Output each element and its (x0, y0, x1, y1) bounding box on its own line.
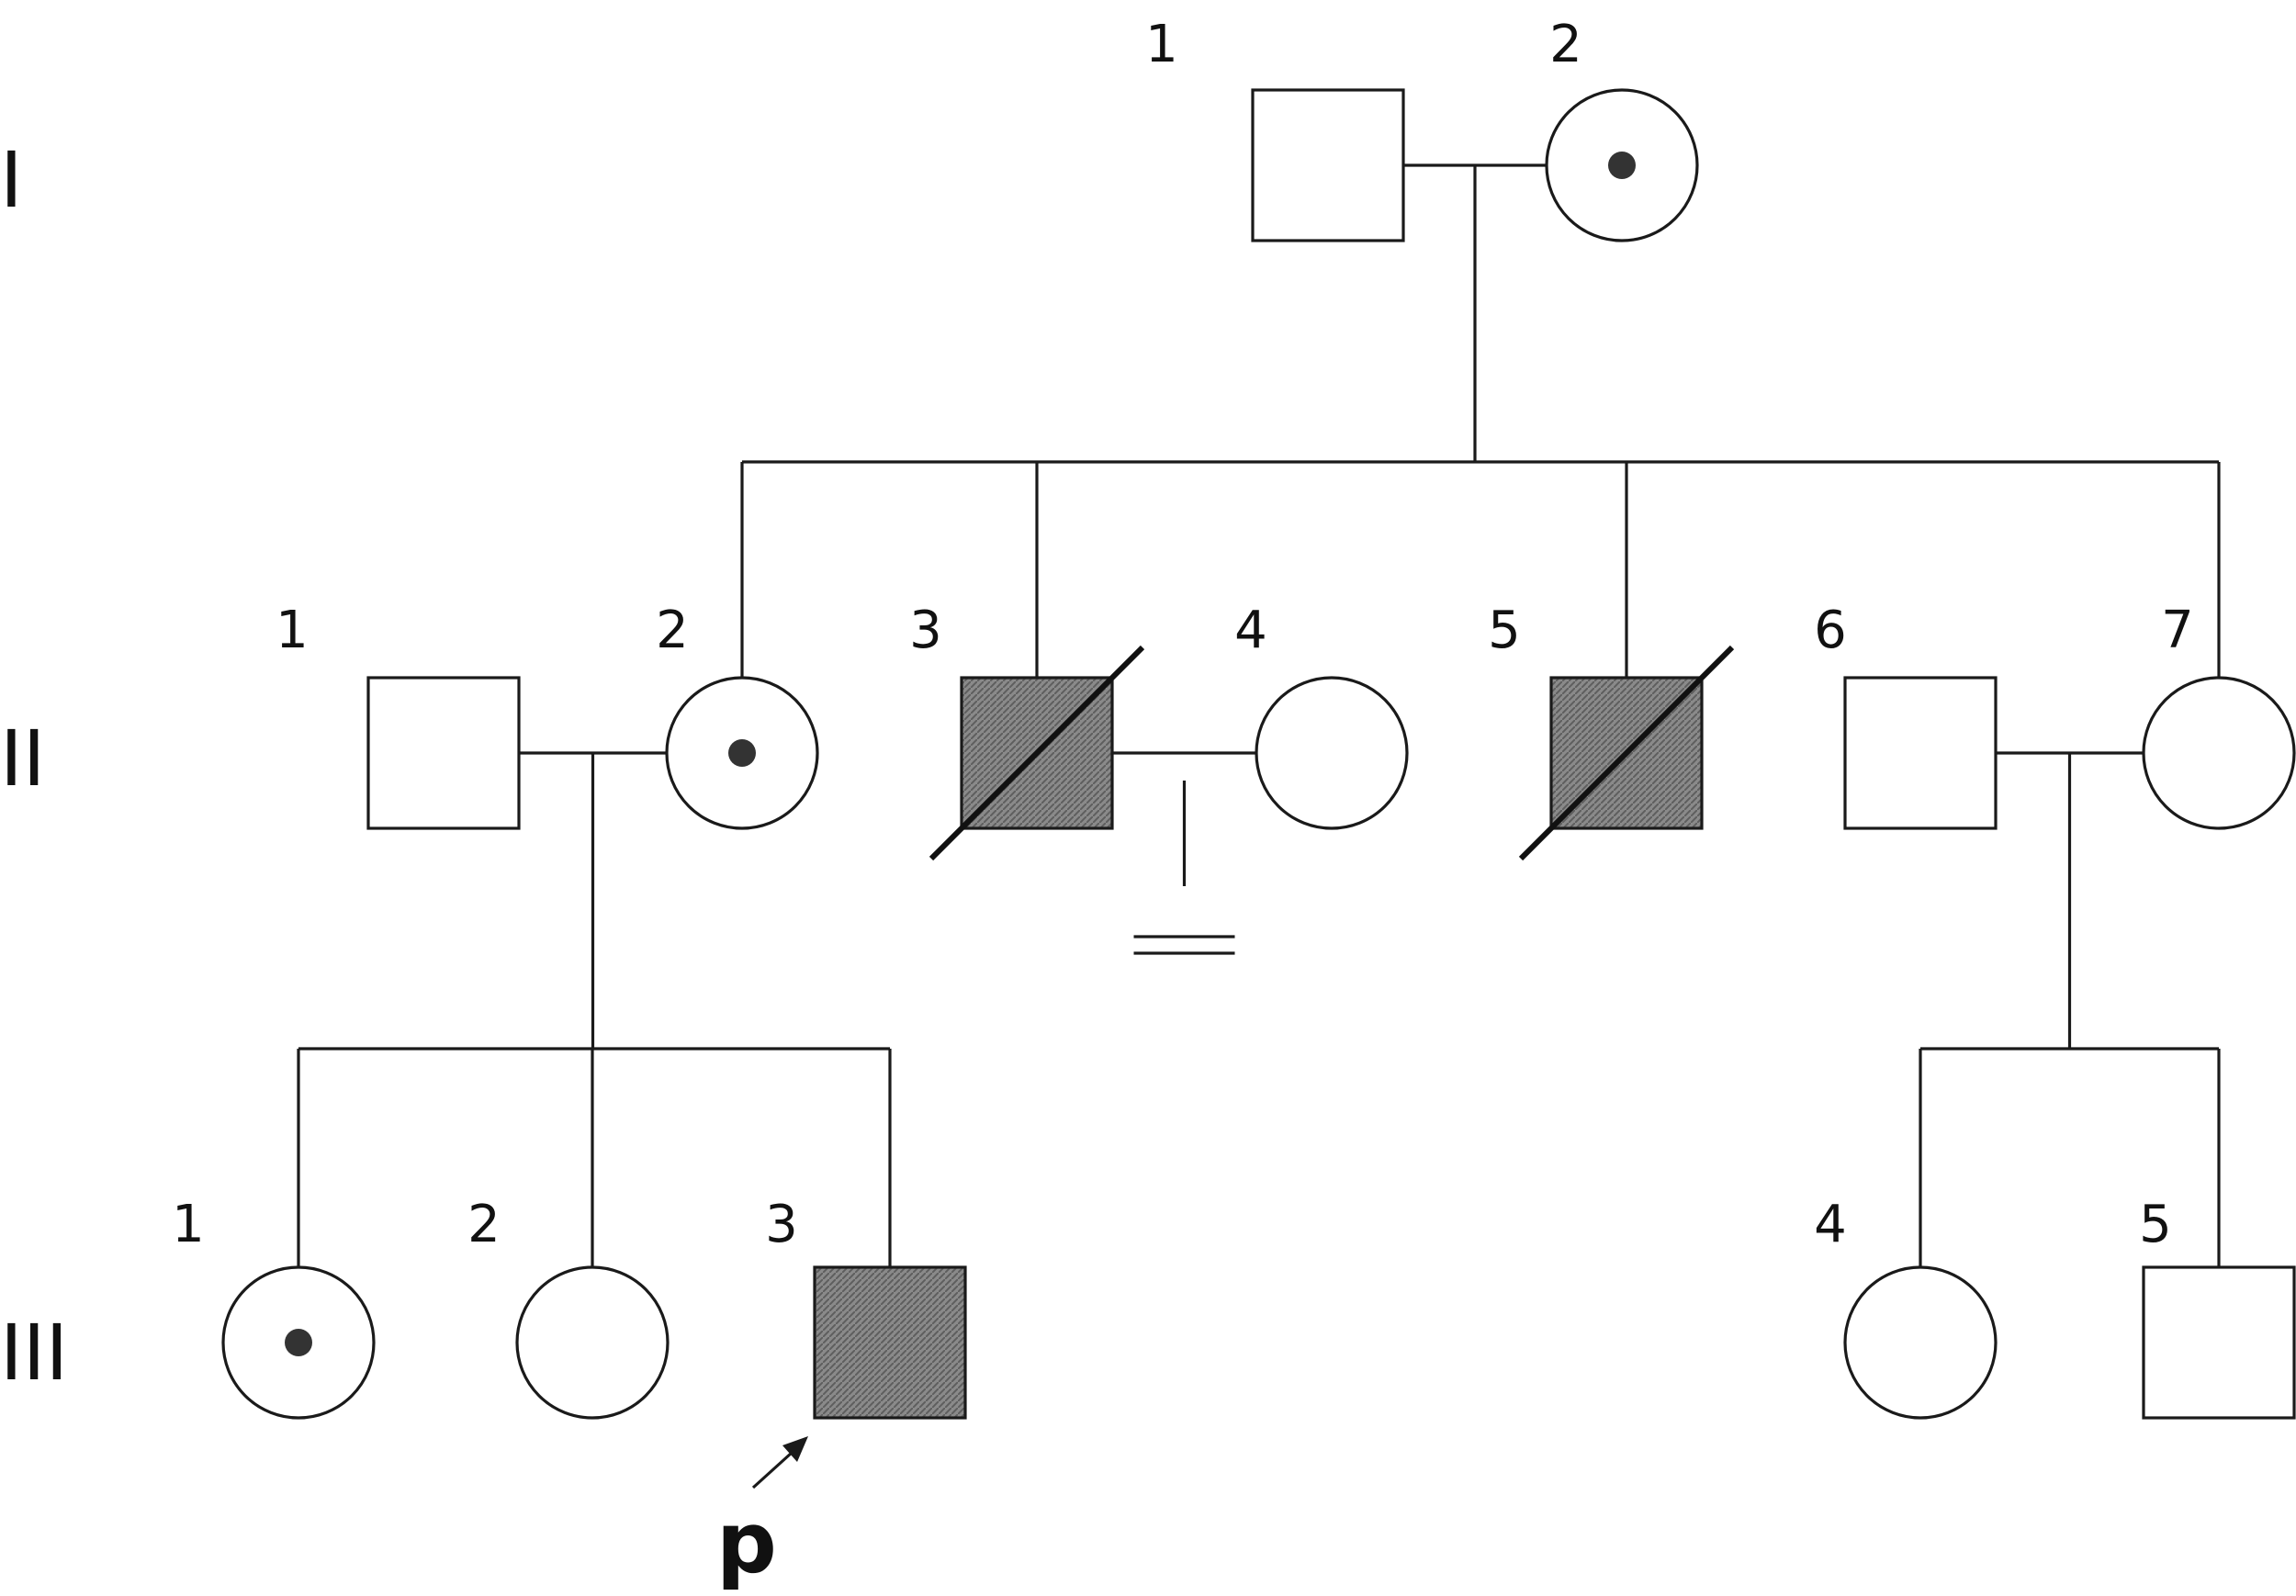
female-symbol-iii-4 (1843, 1265, 1998, 1420)
individual-number-iii-3: 3 (765, 1195, 798, 1254)
carrier-dot-ii-2 (728, 739, 756, 767)
deceased-slash-ii-5 (1518, 645, 1735, 861)
generation-label-i: I (0, 135, 23, 225)
male-symbol-iii-5 (2142, 1265, 2296, 1420)
male-symbol-iii-3 (813, 1265, 967, 1420)
individual-number-ii-6: 6 (1814, 601, 1847, 660)
relationship-lines (297, 163, 2221, 1267)
male-symbol-ii-6 (1843, 676, 1998, 830)
male-symbol-ii-1 (366, 676, 521, 830)
deceased-slash-ii-3 (929, 645, 1145, 861)
proband-label: p (716, 1494, 777, 1592)
individual-number-ii-2: 2 (656, 601, 689, 660)
individual-number-iii-1: 1 (172, 1195, 205, 1254)
individual-number-ii-4: 4 (1234, 601, 1267, 660)
individual-number-i-2: 2 (1549, 15, 1582, 74)
individual-number-iii-4: 4 (1814, 1195, 1847, 1254)
generation-label-iii: III (0, 1308, 68, 1398)
individual-numbers: 1 2 1 2 3 4 5 6 7 1 2 3 4 5 (172, 15, 2194, 1254)
individual-number-iii-5: 5 (2139, 1195, 2172, 1254)
carrier-dot-iii-1 (285, 1329, 312, 1356)
individuals-layer (221, 88, 2296, 1420)
generation-label-ii: II (0, 714, 46, 804)
female-symbol-iii-2 (515, 1265, 670, 1420)
proband-arrow-shaft (751, 1451, 793, 1489)
male-symbol-i-1 (1251, 88, 1405, 242)
individual-number-ii-5: 5 (1488, 601, 1521, 660)
female-symbol-ii-7 (2142, 676, 2296, 830)
individual-number-iii-2: 2 (467, 1195, 501, 1254)
proband-arrow-head (782, 1436, 808, 1462)
individual-number-ii-3: 3 (909, 601, 942, 660)
individual-number-i-1: 1 (1145, 15, 1178, 74)
carrier-dot-i-2 (1608, 152, 1636, 179)
individual-number-ii-1: 1 (276, 601, 309, 660)
individual-number-ii-7: 7 (2161, 601, 2194, 660)
female-symbol-ii-4 (1255, 676, 1409, 830)
